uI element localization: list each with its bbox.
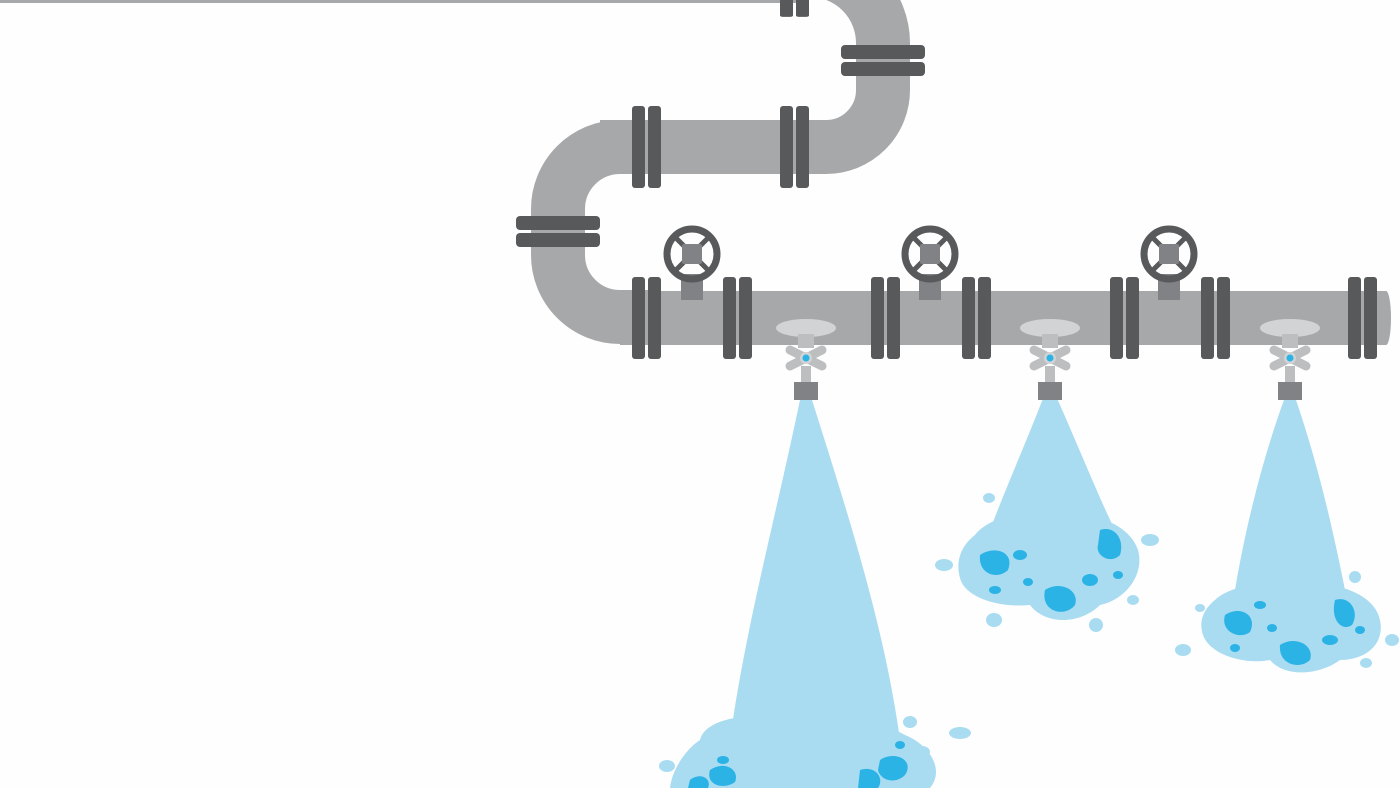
valve-1 xyxy=(667,229,717,300)
valve-2 xyxy=(905,229,955,300)
water-spray-1 xyxy=(659,400,971,788)
sprinkler-head-1 xyxy=(770,316,842,400)
valve-3 xyxy=(1144,229,1194,300)
pipe-network xyxy=(0,0,1391,359)
lower-bend xyxy=(531,120,650,344)
sprinkler-head-3 xyxy=(1254,316,1326,400)
upper-bend xyxy=(800,0,910,174)
manifold-end-cap xyxy=(1381,291,1391,345)
water-spray-2 xyxy=(935,396,1159,632)
sprinkler-head-2 xyxy=(1014,316,1086,400)
water-spray-3 xyxy=(1175,400,1399,673)
